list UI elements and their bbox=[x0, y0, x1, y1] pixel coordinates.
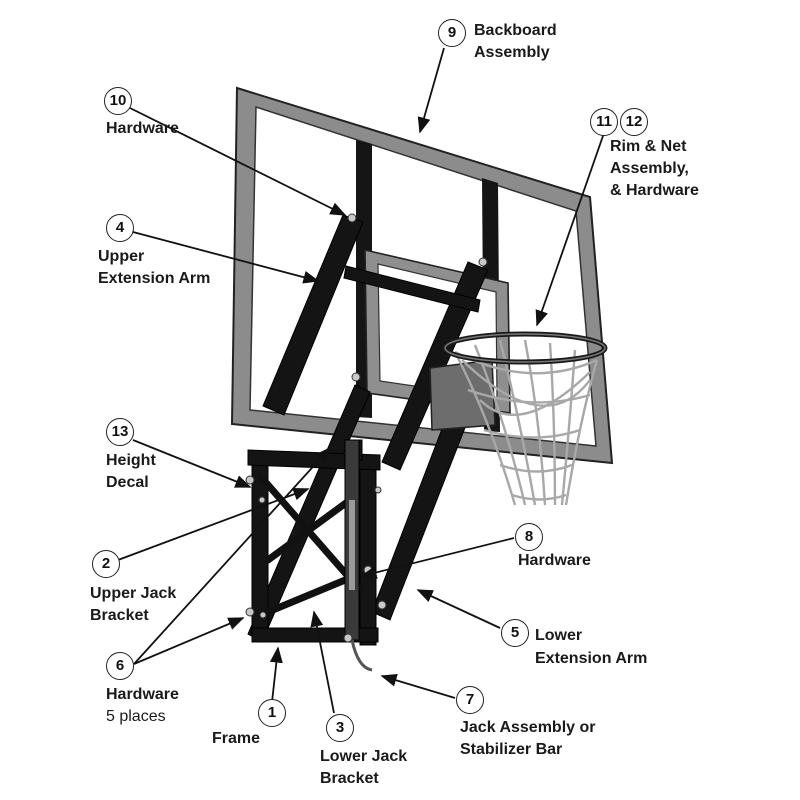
rim-and-net bbox=[429, 331, 608, 506]
callout-7-line-2: Stabilizer Bar bbox=[460, 741, 563, 758]
callout-10-badge: 10 bbox=[104, 87, 132, 115]
callout-4-line-1: Upper bbox=[98, 248, 145, 265]
callout-6-line-2: 5 places bbox=[106, 708, 166, 725]
callout-9-badge: 9 bbox=[438, 19, 466, 47]
callout-12-line-1: Rim & Net bbox=[610, 138, 687, 155]
callout-12-line-2: Assembly, bbox=[610, 160, 689, 177]
callout-13-badge: 13 bbox=[106, 418, 134, 446]
callout-5-line-1: Lower bbox=[535, 627, 583, 644]
callout-1-line-1: Frame bbox=[212, 730, 261, 747]
callout-8-badge: 8 bbox=[515, 523, 543, 551]
callout-13-line-1: Height bbox=[106, 452, 156, 469]
hardware-bolts bbox=[245, 213, 488, 643]
callout-12-badge: 12 bbox=[620, 108, 648, 136]
callout-2-line-2: Bracket bbox=[90, 607, 149, 624]
callout-9-line-1: Backboard bbox=[474, 22, 557, 39]
callout-3-badge: 3 bbox=[326, 714, 354, 742]
callout-5-badge: 5 bbox=[501, 619, 529, 647]
callout-7-line-1: Jack Assembly or bbox=[460, 719, 596, 736]
jack-assembly bbox=[344, 439, 373, 672]
leader-arrows bbox=[117, 47, 605, 714]
callout-4-badge: 4 bbox=[106, 214, 134, 242]
callout-3-line-1: Lower Jack bbox=[320, 748, 408, 765]
callout-2-badge: 2 bbox=[92, 550, 120, 578]
callout-6-badge: 6 bbox=[106, 652, 134, 680]
callout-11-badge: 11 bbox=[590, 108, 618, 136]
callout-8-line-1: Hardware bbox=[518, 552, 591, 569]
cross-bracing bbox=[258, 474, 364, 616]
callout-1-badge: 1 bbox=[258, 699, 286, 727]
callout-4-line-2: Extension Arm bbox=[98, 270, 211, 287]
callout-10-line-1: Hardware bbox=[106, 120, 179, 137]
callout-2-line-1: Upper Jack bbox=[90, 585, 177, 602]
callout-5-line-2: Extension Arm bbox=[535, 650, 648, 667]
callout-9-line-2: Assembly bbox=[474, 44, 550, 61]
callout-7-badge: 7 bbox=[456, 686, 484, 714]
callout-12-line-3: & Hardware bbox=[610, 182, 699, 199]
callout-6-line-1: Hardware bbox=[106, 686, 179, 703]
callout-13-line-2: Decal bbox=[106, 474, 149, 491]
callout-3-line-2: Bracket bbox=[320, 770, 379, 787]
